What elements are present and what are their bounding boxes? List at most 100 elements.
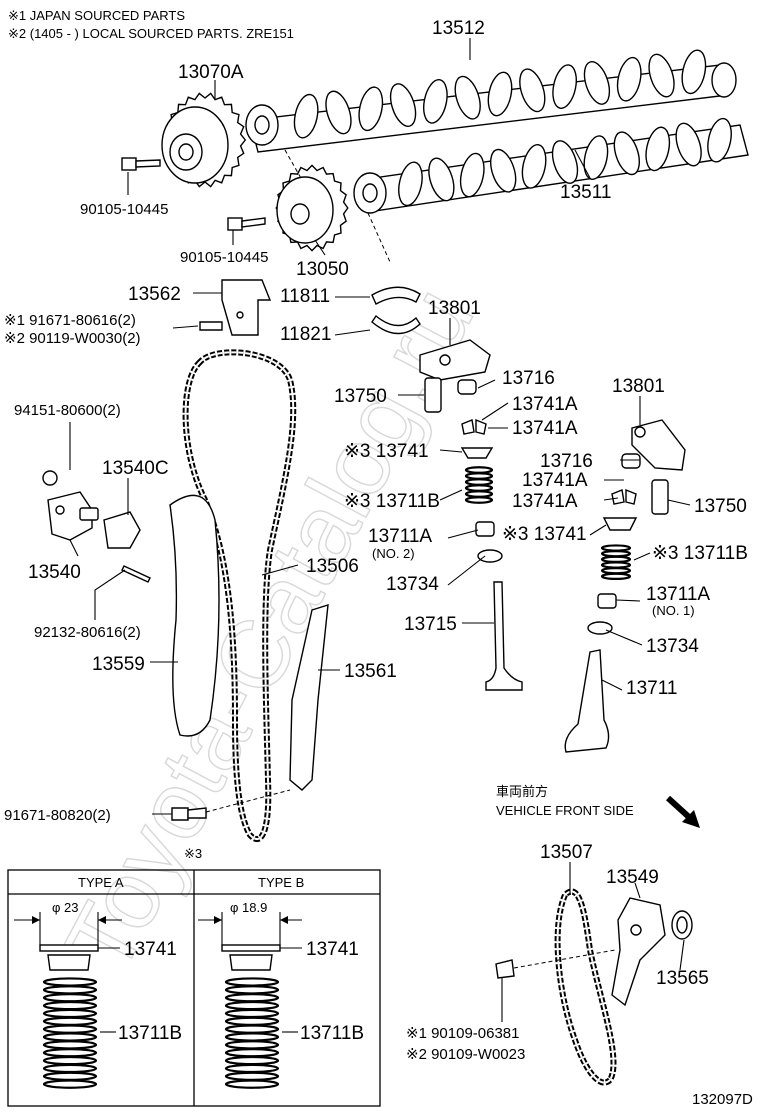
label-13716-a: 13716 (502, 368, 555, 389)
spring-13565 (671, 910, 693, 940)
bolt-91671-80616 (199, 321, 223, 331)
label-13565: 13565 (656, 968, 709, 989)
spring-retainer-13741-a (460, 447, 494, 459)
nut-94151 (42, 470, 58, 486)
label-13741-b: ※3 13741 (502, 524, 587, 545)
label-13741a-2: 13741A (512, 418, 578, 439)
label-13711: 13711 (626, 678, 677, 699)
vvt-gear-13070a (161, 92, 247, 188)
inset-type-comparison: ※3 TYPE A TYPE B φ 23 13741 13711B φ 18.… (7, 846, 381, 1107)
inset-type-a-dimension: φ 23 (52, 900, 79, 915)
chain-guide-13561 (289, 604, 329, 791)
inset-type-b-dimension: φ 18.9 (230, 900, 267, 915)
inset-marker: ※3 (184, 846, 202, 861)
label-13549: 13549 (606, 867, 659, 888)
inset-type-a-part-top: 13741 (124, 939, 177, 960)
label-13734-b: 13734 (646, 636, 699, 657)
label-13070a: 13070A (178, 62, 244, 83)
label-94151: 94151-80600(2) (14, 402, 121, 419)
label-11821: 11821 (280, 324, 331, 345)
tensioner-13540 (47, 491, 93, 541)
label-13711b-b: ※3 13711B (652, 543, 748, 564)
label-13741a-1: 13741A (512, 394, 578, 415)
label-13512: 13512 (432, 18, 485, 39)
tensioner-arm-13559 (169, 494, 220, 737)
label-90105-b: 90105-10445 (180, 249, 268, 266)
label-92132: 92132-80616(2) (34, 624, 141, 641)
label-13734-a: 13734 (386, 574, 439, 595)
spring-seat-13711a-no2 (475, 521, 495, 537)
bolt-91671-80820 (171, 807, 189, 821)
label-13506: 13506 (306, 556, 359, 577)
direction-jp: 車両前方 (496, 784, 548, 799)
stem-seal-13734-a (477, 549, 503, 563)
label-13741-a: ※3 13741 (344, 441, 429, 462)
label-13050: 13050 (296, 259, 349, 280)
gasket-13540c (103, 511, 141, 549)
label-13561: 13561 (344, 661, 397, 682)
label-13711b-a: ※3 13711B (344, 491, 440, 512)
label-13540: 13540 (28, 562, 81, 583)
label-13562: 13562 (128, 284, 181, 305)
label-13716-b: 13716 (540, 451, 593, 472)
label-13559: 13559 (92, 654, 145, 675)
label-13511: 13511 (560, 182, 611, 203)
inset-type-a-header: TYPE A (78, 875, 124, 890)
label-13801-b: 13801 (612, 376, 665, 397)
rocker-arm-13801-a (419, 339, 491, 381)
oil-pump-chain-13507 (554, 888, 617, 1086)
inset-type-b-header: TYPE B (258, 875, 304, 890)
note-japan-sourced: ※1 JAPAN SOURCED PARTS (8, 8, 185, 23)
label-13801-a: 13801 (428, 298, 481, 319)
stem-seal-13734-b (587, 621, 613, 635)
valve-spring-13711b-b (600, 544, 632, 581)
bolt-90105-a (121, 157, 161, 171)
label-13741a-4: 13741A (512, 491, 578, 512)
exhaust-valve-13715 (485, 581, 523, 691)
label-11811: 11811 (280, 286, 330, 307)
label-91671-80616: ※1 91671-80616(2) (4, 312, 136, 329)
bearing-11821 (371, 314, 421, 335)
label-90109-06381: ※1 90109-06381 (406, 1025, 520, 1042)
lash-adjuster-13750-a (424, 377, 442, 413)
spring-retainer-13741-b (602, 517, 638, 531)
label-90109-w0023: ※2 90109-W0023 (406, 1046, 525, 1063)
note-local-sourced: ※2 (1405 - ) LOCAL SOURCED PARTS. ZRE151 (8, 26, 294, 41)
front-arrow-icon (665, 795, 693, 821)
label-13741a-3: 13741A (522, 470, 588, 491)
label-13711a-no2-sub: (NO. 2) (372, 546, 415, 561)
chain-guide-13562 (221, 279, 272, 336)
label-13711a-no2: 13711A (368, 526, 432, 547)
leader-lines (69, 38, 691, 1022)
stud-92132 (121, 565, 151, 583)
direction-en: VEHICLE FRONT SIDE (496, 803, 634, 818)
spring-seat-13711a-no1 (597, 593, 617, 609)
camshaft-13511 (353, 117, 749, 214)
figure-id: 132097D (692, 1091, 753, 1108)
inset-type-a-part-bottom: 13711B (118, 1023, 182, 1044)
label-13540c: 13540C (102, 458, 169, 479)
label-13715: 13715 (404, 614, 457, 635)
label-13507: 13507 (540, 842, 593, 863)
bolt-90105-b (227, 217, 266, 231)
label-13711a-no1: 13711A (646, 584, 710, 605)
inset-type-b-part-bottom: 13711B (300, 1023, 364, 1044)
valve-spring-13711b-a (464, 466, 494, 504)
label-13711a-no1-sub: (NO. 1) (652, 603, 695, 618)
bearing-11811 (371, 286, 421, 305)
label-90119-w0030: ※2 90119-W0030(2) (4, 330, 141, 347)
label-13750-b: 13750 (694, 496, 747, 517)
timing-gear-13050 (275, 164, 349, 252)
lash-adjuster-13750-b (651, 479, 669, 515)
label-91671-80820: 91671-80820(2) (4, 807, 111, 824)
tensioner-plate-13549 (611, 897, 666, 1007)
intake-valve-13711 (564, 649, 610, 753)
bolt-90109 (495, 959, 515, 979)
camshaft-13512 (245, 49, 737, 153)
lash-cap-13716-b (621, 453, 641, 469)
label-13750-a: 13750 (334, 386, 387, 407)
label-90105-a: 90105-10445 (80, 201, 168, 218)
lash-cap-13716-a (457, 379, 477, 395)
inset-type-b-part-top: 13741 (306, 939, 359, 960)
